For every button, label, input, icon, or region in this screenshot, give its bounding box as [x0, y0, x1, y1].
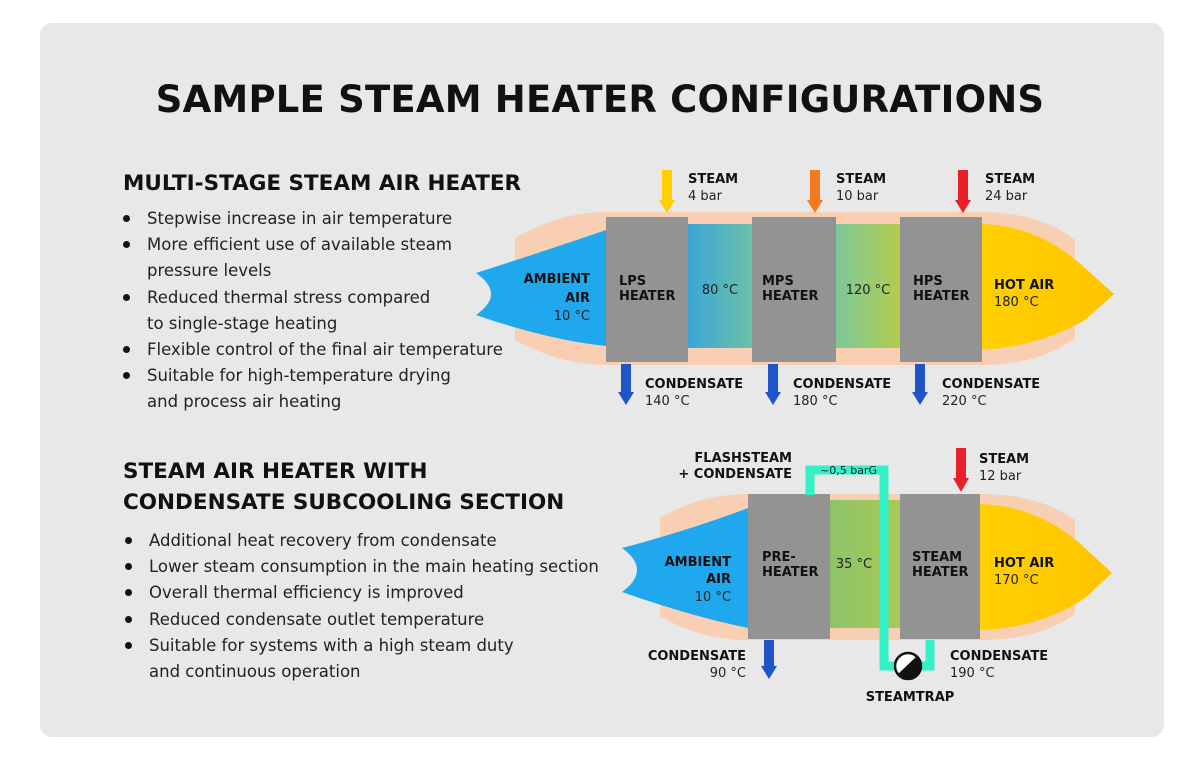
bullet-item-continuation: to single-stage heating	[147, 313, 338, 333]
ambient-air-temp: 10 °C	[695, 590, 731, 605]
hps-heater-label-1: HPS	[913, 274, 943, 289]
steam-arrow-icon	[953, 448, 969, 492]
bullet-item: Suitable for systems with a high steam d…	[125, 633, 599, 659]
bullet-item: Additional heat recovery from condensate	[125, 528, 599, 554]
steam-arrow-icon	[807, 170, 823, 213]
lps-heater	[606, 217, 688, 362]
condensate-arrow-icon	[765, 364, 781, 405]
bullet-item: Lower steam consumption in the main heat…	[125, 554, 599, 580]
steamtrap-label: STEAMTRAP	[866, 690, 955, 705]
subcooling-heading: STEAM AIR HEATER WITH CONDENSATE SUBCOOL…	[123, 456, 564, 518]
condensate-temp: 180 °C	[793, 394, 838, 409]
ambient-air-temp: 10 °C	[554, 309, 590, 324]
flash-condensate-line	[805, 465, 897, 671]
temp-after-mps: 120 °C	[846, 283, 891, 298]
condensate-temp: 140 °C	[645, 394, 690, 409]
condensate-temp: 190 °C	[950, 666, 995, 681]
steam-label: STEAM	[979, 452, 1029, 467]
bullet-item-continuation: and process air heating	[147, 392, 342, 412]
multi-stage-bullet-list: Stepwise increase in air temperature Mor…	[123, 206, 503, 416]
bullet-item: Reduced thermal stress compared	[123, 285, 503, 311]
page-title: SAMPLE STEAM HEATER CONFIGURATIONS	[155, 78, 1045, 121]
steam-label: STEAM	[688, 172, 738, 187]
steam-label: STEAM	[836, 172, 886, 187]
bullet-item-continuation: and continuous operation	[149, 662, 361, 682]
bullet-item: Stepwise increase in air temperature	[123, 206, 503, 232]
bullet-item-continuation: pressure levels	[147, 261, 272, 281]
condensate-temp: 90 °C	[710, 666, 746, 681]
steam-heater	[900, 494, 980, 639]
hot-air-label: HOT AIR	[994, 556, 1054, 571]
condensate-label: CONDENSATE	[648, 649, 746, 664]
hot-air-temp: 170 °C	[994, 573, 1039, 588]
condensate-arrow-icon	[912, 364, 928, 405]
steam-pressure: 4 bar	[688, 189, 723, 204]
lps-heater-label-2: HEATER	[619, 289, 676, 304]
flashsteam-label-1: FLASHSTEAM	[694, 451, 792, 466]
lps-heater-label-1: LPS	[619, 274, 646, 289]
preheater-label-1: PRE-	[762, 550, 796, 565]
ambient-air-label-1: AMBIENT	[524, 272, 591, 287]
subcooling-diagram: FLASHSTEAM + CONDENSATE ~0,5 barG STEAM …	[622, 448, 1112, 705]
condensate-arrow-icon	[618, 364, 634, 405]
mps-heater-label-2: HEATER	[762, 289, 819, 304]
multi-stage-diagram: AMBIENT AIR 10 °C LPS HEATER MPS HEATER …	[476, 170, 1114, 409]
steam-arrow-icon	[659, 170, 675, 213]
steam-heater-label-2: HEATER	[912, 565, 969, 580]
subcooling-heading-line2: CONDENSATE SUBCOOLING SECTION	[123, 490, 565, 515]
temp-after-preheater: 35 °C	[836, 557, 872, 572]
steam-pressure: 10 bar	[836, 189, 879, 204]
preheater	[748, 494, 830, 639]
condensate-to-trap-line	[920, 640, 935, 671]
ambient-air-label-1: AMBIENT	[665, 555, 732, 570]
condensate-temp: 220 °C	[942, 394, 987, 409]
steam-label: STEAM	[985, 172, 1035, 187]
hot-air-flow	[980, 504, 1112, 630]
condensate-arrow-icon	[761, 640, 777, 679]
subcooling-bullet-list: Additional heat recovery from condensate…	[125, 528, 599, 685]
bullet-item: Reduced condensate outlet temperature	[125, 607, 599, 633]
hps-heater	[900, 217, 982, 362]
temp-after-lps: 80 °C	[702, 283, 738, 298]
condensate-label: CONDENSATE	[942, 377, 1040, 392]
air-zone-lps-mps	[688, 224, 752, 348]
bullet-item: Flexible control of the final air temper…	[123, 337, 503, 363]
subcooling-heading-line1: STEAM AIR HEATER WITH	[123, 459, 428, 484]
hot-air-temp: 180 °C	[994, 295, 1039, 310]
condensate-label: CONDENSATE	[950, 649, 1048, 664]
ambient-air-label-2: AIR	[706, 572, 731, 587]
preheater-label-2: HEATER	[762, 565, 819, 580]
bullet-item: More efficient use of available steam	[123, 232, 503, 258]
steam-pressure: 12 bar	[979, 469, 1022, 484]
multi-stage-heading: MULTI-STAGE STEAM AIR HEATER	[123, 171, 522, 196]
ambient-air-flow	[622, 508, 748, 628]
steamtrap-icon	[893, 651, 923, 681]
hps-heater-label-2: HEATER	[913, 289, 970, 304]
mps-heater-label-1: MPS	[762, 274, 794, 289]
ambient-air-flow	[476, 230, 606, 346]
mps-heater	[752, 217, 836, 362]
steam-arrow-icon	[955, 170, 971, 213]
bullet-item: Suitable for high-temperature drying	[123, 363, 503, 389]
flashsteam-label-2: + CONDENSATE	[678, 467, 792, 482]
bullet-item: Overall thermal efficiency is improved	[125, 580, 599, 606]
hot-air-flow	[982, 224, 1114, 350]
steam-pressure: 24 bar	[985, 189, 1028, 204]
hot-air-label: HOT AIR	[994, 278, 1054, 293]
air-zone-mps-hps	[836, 224, 900, 348]
steam-heater-label-1: STEAM	[912, 550, 962, 565]
flash-pressure: ~0,5 barG	[820, 464, 877, 477]
condensate-label: CONDENSATE	[793, 377, 891, 392]
condensate-label: CONDENSATE	[645, 377, 743, 392]
ambient-air-label-2: AIR	[565, 291, 590, 306]
